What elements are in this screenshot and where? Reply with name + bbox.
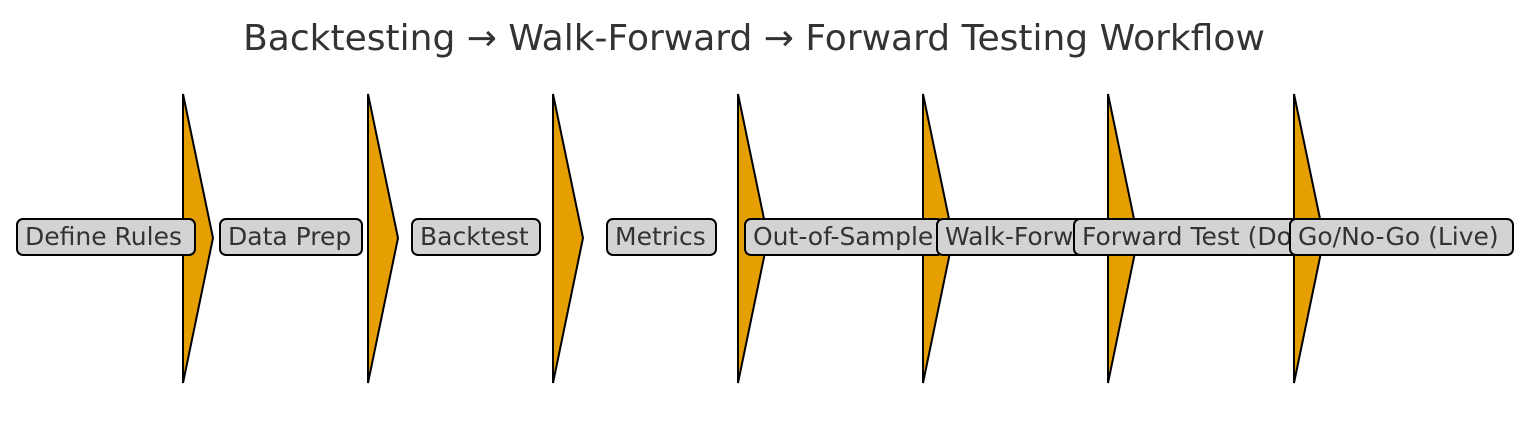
flow-arrow-3: [552, 93, 585, 384]
step-data-prep: Data Prep: [219, 218, 363, 256]
step-go-no-go: Go/No-Go (Live): [1289, 218, 1514, 256]
step-metrics: Metrics: [606, 218, 717, 256]
step-backtest: Backtest: [411, 218, 541, 256]
step-out-of-sample: Out-of-Sample: [744, 218, 944, 256]
step-forward-test: Forward Test (Do: [1073, 218, 1299, 256]
step-walk-forward: Walk-Forw: [936, 218, 1086, 256]
flow-arrow-2: [367, 93, 400, 384]
step-define-rules: Define Rules: [16, 218, 196, 256]
diagram-title: Backtesting → Walk-Forward → Forward Tes…: [243, 18, 1265, 59]
